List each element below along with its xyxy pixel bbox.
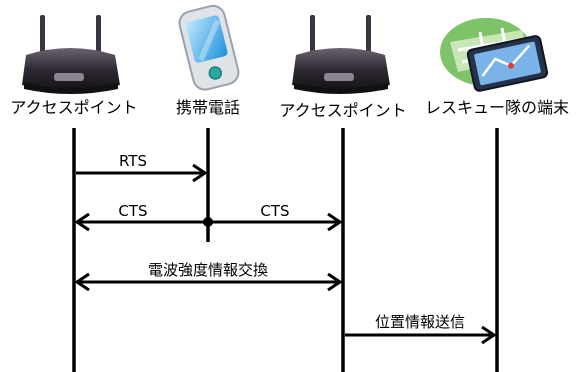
- node-label-access-point-2: アクセスポイント: [279, 101, 406, 120]
- broadcast-origin-dot: [203, 217, 213, 227]
- wireless-router-icon: [22, 15, 120, 94]
- message-location-send: [345, 325, 497, 345]
- node-label-access-point-1: アクセスポイント: [10, 98, 137, 117]
- message-label-cts-left: CTS: [118, 202, 147, 220]
- wireless-router-icon: [292, 15, 390, 94]
- message-signal-exchange: [74, 272, 343, 292]
- message-label-signal-exchange: 電波強度情報交換: [148, 261, 268, 279]
- mobile-phone-icon: [178, 4, 240, 91]
- map-tablet-icon: [440, 18, 549, 92]
- message-cts-left: [74, 212, 208, 232]
- message-cts-right: [208, 212, 343, 232]
- message-label-location-send: 位置情報送信: [375, 313, 465, 331]
- message-rts: [76, 163, 208, 183]
- node-label-rescue-terminal: レスキュー隊の端末: [425, 98, 569, 117]
- message-label-cts-right: CTS: [260, 202, 289, 220]
- node-label-mobile-phone: 携帯電話: [176, 98, 240, 117]
- message-label-rts: RTS: [119, 152, 147, 170]
